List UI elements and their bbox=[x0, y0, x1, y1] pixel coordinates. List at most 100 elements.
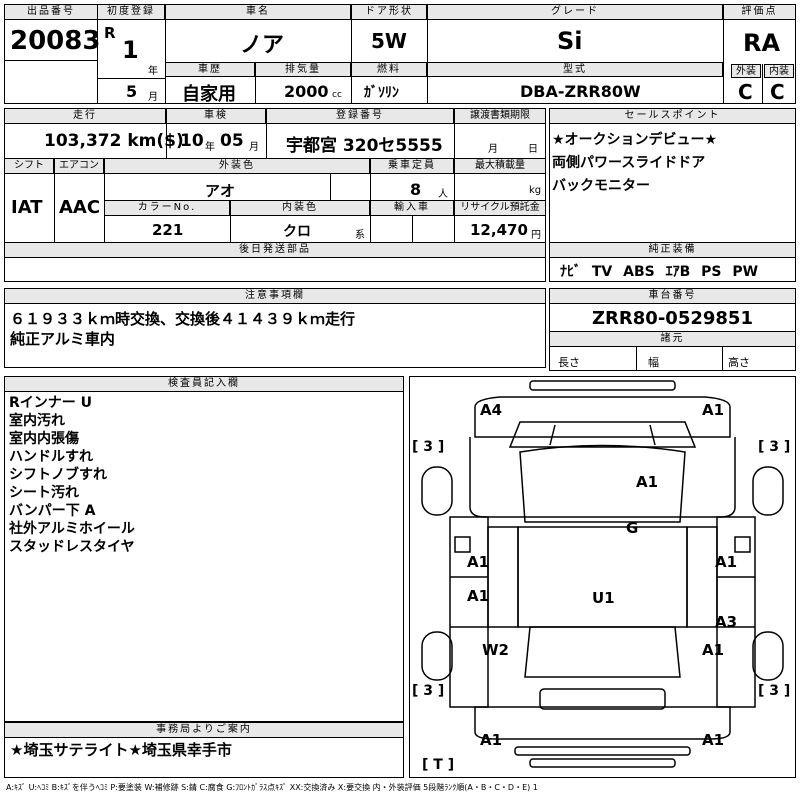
inspection-month-unit: 月 bbox=[249, 142, 259, 153]
legend-text: A:ｷｽﾞ U:ﾍｺﾐ B:ｷｽﾞを伴うﾍｺﾐ P:要塗装 W:補修跡 S:錆 … bbox=[6, 783, 538, 792]
inspector-note-9: スタッドレスタイヤ bbox=[9, 539, 135, 555]
inspection-year-unit: 年 bbox=[205, 142, 215, 153]
model: DBA-ZRR80W bbox=[520, 82, 641, 101]
caution-line-1: ６１９３３ｋｍ時交換、交換後４１４３９ｋｍ走行 bbox=[10, 310, 356, 328]
equip-abs: ABS bbox=[623, 264, 655, 280]
mileage-label: 走行 bbox=[4, 108, 166, 124]
ext-color-label: 外装色 bbox=[104, 158, 370, 174]
reg-year: 1 bbox=[122, 36, 139, 64]
inspector-note-5: シフトノブすれ bbox=[9, 467, 107, 483]
transfer-doc-label: 譲渡書類期限 bbox=[454, 108, 546, 124]
mark-hood: A1 bbox=[636, 473, 659, 491]
mark-rear-right-door: A3 bbox=[715, 613, 738, 631]
equip-ps: PS bbox=[701, 264, 722, 280]
equip-nav: ﾅﾋﾞ bbox=[560, 264, 581, 280]
color-no-label: カラーNo. bbox=[104, 200, 230, 216]
inspector-note-6: シート汚れ bbox=[9, 485, 79, 501]
ac: AAC bbox=[59, 197, 101, 218]
sales-line-3: バックモニター bbox=[552, 178, 650, 194]
lot-number: 20083 bbox=[10, 26, 101, 56]
inspection-label: 車検 bbox=[166, 108, 266, 124]
transfer-month: 月 bbox=[488, 144, 498, 155]
plate-label: 登録番号 bbox=[266, 108, 454, 124]
mark-rear-left: A1 bbox=[480, 731, 503, 749]
first-reg-label: 初度登録 bbox=[97, 4, 165, 20]
inspector-note-4: ハンドルすれ bbox=[9, 449, 93, 465]
inspector-note-8: 社外アルミホイール bbox=[9, 521, 135, 537]
damage-diagram: A4 A1 A1 G A1 A1 A1 A3 U1 W2 A1 A1 A1 [ … bbox=[409, 376, 796, 778]
inspector-note-1: Rインナー U bbox=[9, 395, 93, 411]
equip-airbag: ｴｱB bbox=[665, 264, 691, 280]
inspector-label: 検査員記入欄 bbox=[4, 376, 404, 392]
caution-label: 注意事項欄 bbox=[4, 288, 546, 304]
recycle-fee: 12,470 bbox=[470, 221, 528, 239]
import-label: 輸入車 bbox=[370, 200, 454, 216]
load-unit: kg bbox=[529, 185, 542, 196]
plate-number: 宇都宮 320セ5555 bbox=[286, 136, 443, 156]
exterior-label: 外装 bbox=[731, 64, 761, 78]
mark-a1-front-right: A1 bbox=[702, 401, 725, 419]
mileage: 103,372 km($) bbox=[44, 131, 184, 151]
equip-pw: PW bbox=[732, 264, 759, 280]
int-color-unit: 系 bbox=[355, 230, 365, 241]
model-label: 型式 bbox=[427, 62, 723, 77]
mark-rear-left-door: A1 bbox=[467, 587, 490, 605]
capacity-label: 乗車定員 bbox=[370, 158, 454, 174]
spec-label: 諸元 bbox=[549, 331, 796, 347]
mark-rear-right: A1 bbox=[702, 731, 725, 749]
sales-point-label: セールスポイント bbox=[549, 108, 796, 124]
caution-line-2: 純正アルミ車内 bbox=[10, 330, 115, 348]
fuel: ｶﾞｿﾘﾝ bbox=[364, 85, 399, 101]
equip-tv: TV bbox=[591, 264, 613, 280]
mark-front-left-door: A1 bbox=[467, 553, 490, 571]
mark-front-right-door: A1 bbox=[715, 553, 738, 571]
later-parts-label: 後日発送部品 bbox=[4, 242, 546, 258]
equipment-label: 純正装備 bbox=[549, 242, 796, 258]
spec-length: 長さ bbox=[558, 356, 580, 369]
mark-interior: U1 bbox=[592, 589, 615, 607]
grade: Si bbox=[557, 27, 583, 55]
inspector-note-2: 室内汚れ bbox=[9, 413, 65, 429]
car-name: ノア bbox=[240, 33, 285, 58]
reg-month: 5 bbox=[126, 82, 138, 101]
inspector-note-3: 室内内張傷 bbox=[9, 431, 79, 447]
grade-label: グレード bbox=[427, 4, 723, 20]
tire-mark-front-right: [ 3 ] bbox=[758, 439, 791, 455]
year-unit: 年 bbox=[148, 66, 158, 77]
tire-mark-rear-right: [ 3 ] bbox=[758, 683, 791, 699]
shift-label: シフト bbox=[4, 158, 54, 174]
recycle-unit: 円 bbox=[531, 230, 541, 241]
score: RA bbox=[743, 29, 781, 57]
office-text: ★埼玉サテライト★埼玉県幸手市 bbox=[10, 741, 232, 759]
displacement-unit: cc bbox=[332, 90, 342, 100]
history: 自家用 bbox=[182, 84, 236, 105]
inspector-note-7: バンパー下 A bbox=[9, 503, 96, 519]
car-outline-diagram bbox=[421, 380, 784, 768]
int-color-label: 内装色 bbox=[230, 200, 370, 216]
door-label: ドア形状 bbox=[351, 4, 427, 20]
inspector-notes: Rインナー U 室内汚れ 室内内張傷 ハンドルすれ シフトノブすれ シート汚れ … bbox=[9, 394, 135, 556]
office-label: 事務局よりご案内 bbox=[4, 722, 404, 738]
fuel-label: 燃料 bbox=[351, 62, 427, 77]
history-label: 車歴 bbox=[165, 62, 255, 77]
recycle-label: リサイクル預託金 bbox=[454, 200, 546, 216]
load-label: 最大積載量 bbox=[454, 158, 546, 174]
exterior-grade: C bbox=[738, 80, 753, 104]
mark-roof: G bbox=[626, 519, 639, 537]
displacement-label: 排気量 bbox=[255, 62, 351, 77]
inspection-year: 10 bbox=[180, 131, 204, 151]
tire-mark-rear-left: [ 3 ] bbox=[412, 683, 445, 699]
interior-grade: C bbox=[770, 80, 785, 104]
ac-label: エアコン bbox=[54, 158, 104, 174]
mark-rear-left-fender: W2 bbox=[482, 641, 509, 659]
chassis-label: 車台番号 bbox=[549, 288, 796, 304]
capacity-unit: 人 bbox=[438, 189, 448, 200]
ext-color: アオ bbox=[205, 182, 236, 200]
score-label: 評価点 bbox=[723, 4, 796, 20]
int-color: クロ bbox=[283, 224, 311, 240]
transfer-day: 日 bbox=[528, 144, 538, 155]
month-unit: 月 bbox=[148, 92, 158, 103]
chassis-number: ZRR80-0529851 bbox=[592, 308, 753, 329]
inspection-month: 05 bbox=[220, 131, 244, 151]
color-no: 221 bbox=[152, 221, 184, 239]
